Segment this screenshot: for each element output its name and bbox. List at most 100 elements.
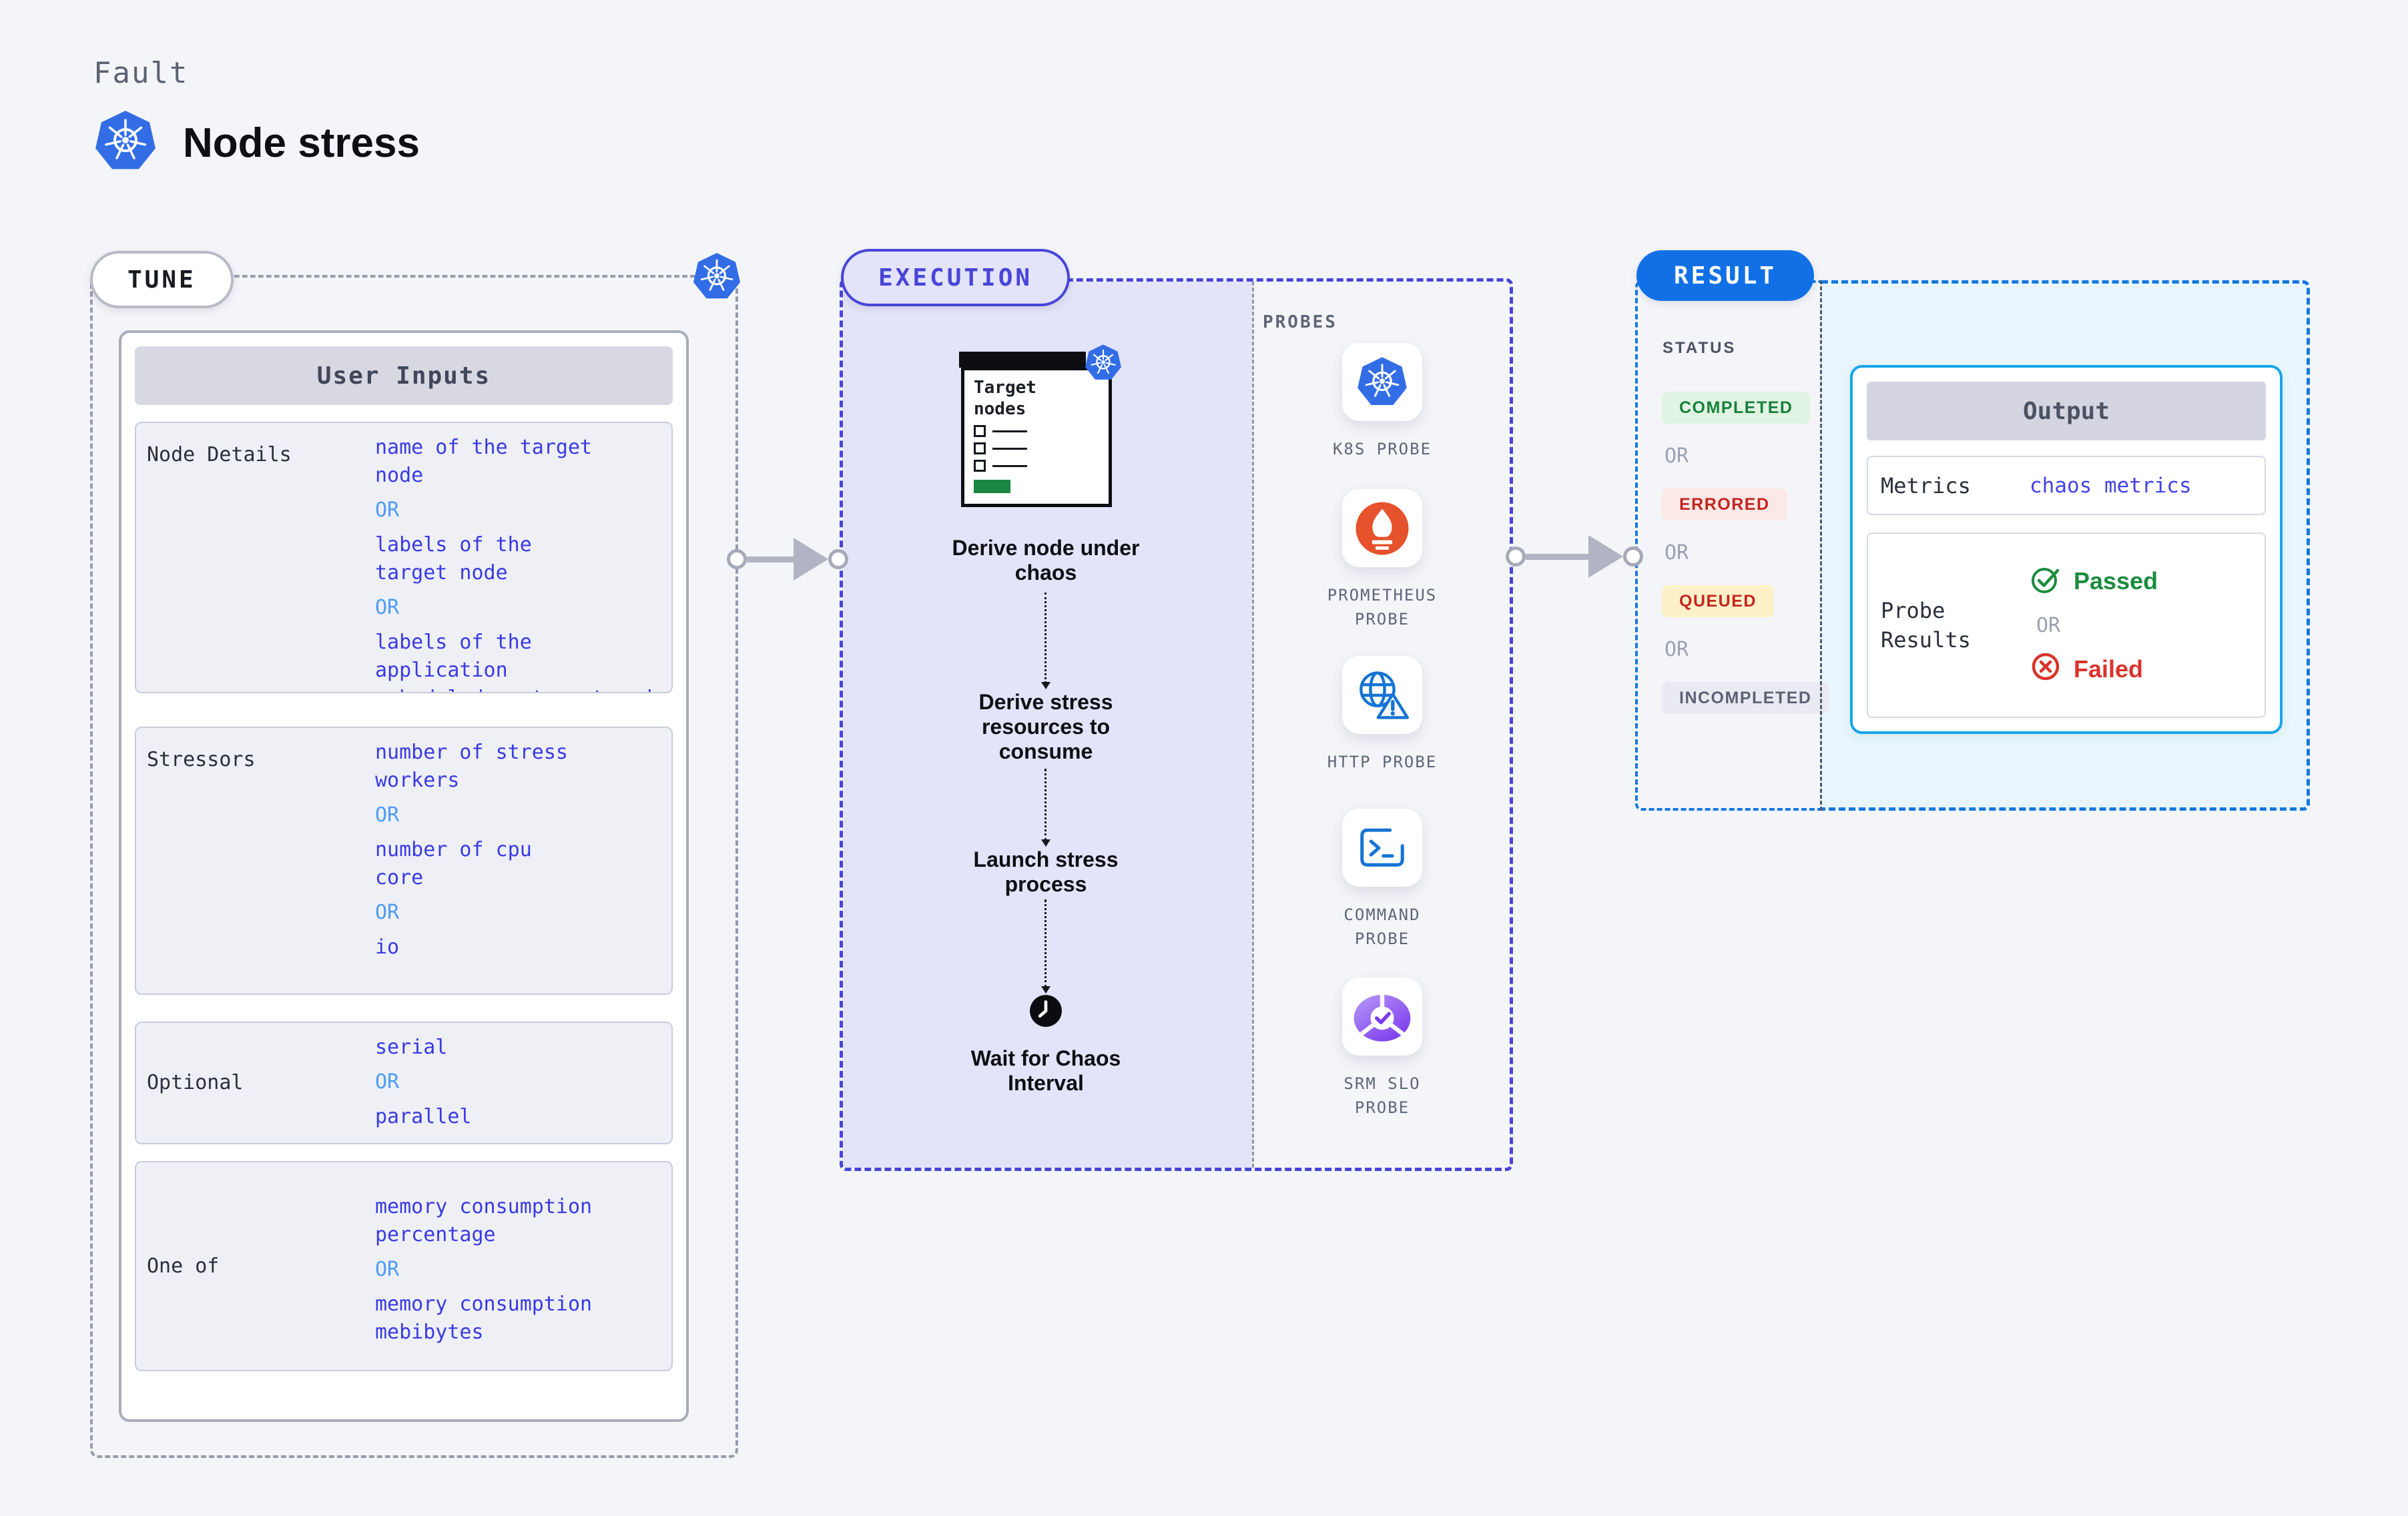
arrow-head [1588,535,1623,578]
check-circle-icon [2030,562,2062,601]
checkbox-icon [974,442,986,454]
probe-prometheus: PROMETHEUS PROBE [1288,489,1476,631]
kubernetes-icon [1342,343,1422,421]
probe-http: HTTP PROBE [1288,656,1476,774]
probe-results-label: Probe Results [1881,598,1971,653]
probe-k8s: K8S PROBE [1288,343,1476,461]
flow-step: Derive node under chaos [952,536,1140,585]
page-title: Node stress [183,119,420,166]
command-terminal-icon [1342,809,1422,887]
status-badge-queued: QUEUED [1662,585,1774,617]
status-badge-completed: COMPLETED [1662,392,1811,424]
input-value: labels of the application scheduled on t… [375,631,664,692]
input-value: number of stress workers [375,741,568,792]
passed-label: Passed [2074,567,2158,595]
metrics-label: Metrics [1881,472,1971,498]
or-separator: OR [375,1070,400,1094]
probe-results-values: Passed OR Failed [2030,562,2158,689]
tune-pill: TUNE [90,251,234,308]
checklist-item [974,460,1109,472]
probe-label: K8S PROBE [1332,440,1432,458]
or-separator: OR [1665,444,1689,468]
execution-probes-divider [1252,282,1254,1168]
status-badge-incompleted: INCOMPLETED [1662,682,1829,714]
input-row-values: memory consumption percentage OR memory … [375,1162,671,1370]
arrow-head [794,538,828,581]
or-separator: OR [375,803,400,827]
checklist-item [974,442,1109,454]
checklist-line [992,464,1027,467]
metrics-value: chaos metrics [2030,473,2192,498]
checklist-item [974,425,1109,437]
connector-dot [828,549,848,569]
user-inputs-title: User Inputs [135,346,673,405]
arrow-shaft [1526,553,1588,560]
passed-result: Passed [2030,562,2158,601]
srm-slo-icon [1342,978,1422,1056]
or-separator: OR [1665,541,1689,564]
or-separator: OR [375,1258,400,1281]
or-separator: OR [2036,613,2061,637]
prometheus-icon [1342,489,1422,567]
input-row-optional: Optional serial OR parallel [135,1022,673,1144]
clipboard-title: Target nodes [974,378,1036,419]
kubernetes-icon [1083,343,1123,386]
input-value: name of the target node [375,436,593,487]
flow-step: Wait for Chaos Interval [970,1046,1121,1095]
x-circle-icon [2030,651,2062,689]
kubernetes-icon [691,251,743,306]
flow-step: Derive stress resources to consume [978,690,1113,763]
input-row-label: Stressors [147,748,256,771]
down-arrow-icon [1041,593,1050,689]
input-value: memory consumption mebibytes [375,1292,593,1344]
or-separator: OR [1665,638,1689,661]
page-header: Node stress [92,108,420,177]
kubernetes-icon [92,108,159,177]
clipboard-card: Target nodes [961,367,1112,507]
user-inputs-panel: User Inputs Node Details name of the tar… [119,330,689,1422]
input-row-values: name of the target node OR labels of the… [375,423,671,692]
result-pill: RESULT [1636,250,1815,301]
probe-label: PROMETHEUS PROBE [1327,586,1438,629]
or-separator: OR [375,498,400,522]
execution-pill: EXECUTION [841,249,1071,306]
http-globe-warning-icon [1342,656,1422,734]
output-panel: Output Metrics chaos metrics Probe Resul… [1850,365,2283,734]
arrow-right-icon [727,537,848,581]
clock-icon [1028,994,1063,1031]
checklist-line [992,430,1027,432]
fault-kicker: Fault [93,56,189,90]
input-row-one-of: One of memory consumption percentage OR … [135,1161,673,1371]
input-row-label: Node Details [147,443,292,466]
down-arrow-icon [1041,899,1050,994]
input-row-label: One of [147,1254,220,1278]
down-arrow-icon [1041,769,1050,847]
input-value: labels of the target node [375,533,532,585]
probe-label: SRM SLO PROBE [1343,1074,1421,1117]
flow-step: Launch stress process [973,847,1119,896]
status-badge-errored: ERRORED [1662,488,1787,520]
metrics-row: Metrics chaos metrics [1867,456,2266,515]
connector-dot [1623,546,1643,566]
clipboard-top-bar [959,352,1086,368]
input-value: io [375,935,400,959]
checkbox-icon [974,425,986,437]
input-value: memory consumption percentage [375,1195,593,1246]
checkbox-icon [974,460,986,472]
arrow-right-icon [1506,534,1643,579]
probe-results-row: Probe Results Passed OR Failed [1867,532,2266,718]
connector-dot [727,549,747,569]
probe-label: HTTP PROBE [1327,753,1438,771]
input-row-stressors: Stressors number of stress workers OR nu… [135,727,673,995]
target-nodes-illustration: Target nodes [959,343,1127,511]
input-value: serial [375,1036,448,1059]
or-separator: OR [375,901,400,924]
input-row-node-details: Node Details name of the target node OR … [135,422,673,693]
tune-section-box [90,275,738,1458]
probe-command: COMMAND PROBE [1288,809,1476,951]
failed-label: Failed [2074,655,2144,683]
probes-section-label: PROBES [1263,312,1337,332]
input-row-values: number of stress workers OR number of cp… [375,728,671,994]
or-separator: OR [375,596,400,619]
